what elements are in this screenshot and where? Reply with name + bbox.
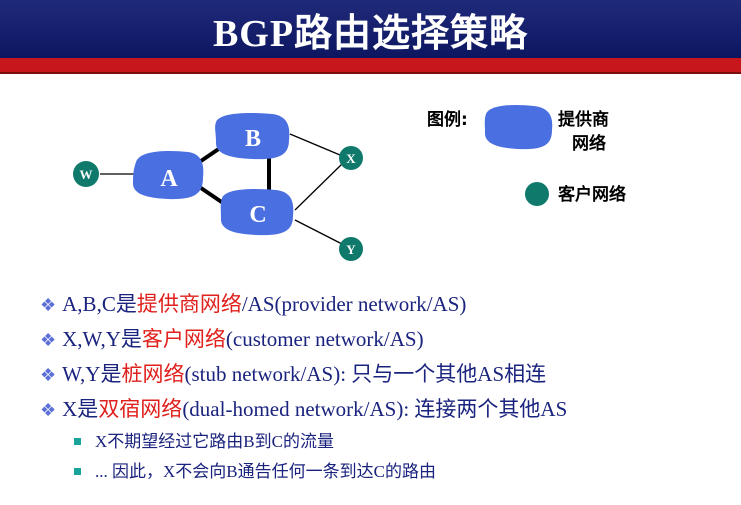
provider-node-a: A xyxy=(132,151,204,200)
diamond-bullet-icon: ❖ xyxy=(40,330,57,350)
square-bullet-icon xyxy=(74,467,81,475)
bullet-text-pre: X,W,Y是 xyxy=(62,327,142,351)
bullet-list: ❖A,B,C是提供商网络/AS(provider network/AS) ❖X,… xyxy=(40,287,740,487)
bullet-item: ❖X是双宿网络(dual-homed network/AS): 连接两个其他AS xyxy=(40,392,740,427)
legend-provider-line2: 网络 xyxy=(572,133,606,154)
provider-node-b: B xyxy=(215,112,290,160)
bullet-item: ❖A,B,C是提供商网络/AS(provider network/AS) xyxy=(40,287,740,322)
bullet-text-post: /AS(provider network/AS) xyxy=(241,292,467,316)
diamond-bullet-icon: ❖ xyxy=(40,365,57,385)
node-label-c: C xyxy=(249,202,266,228)
bullet-item: ❖X,W,Y是客户网络(customer network/AS) xyxy=(40,322,740,357)
bullet-text-highlight: 提供商网络 xyxy=(136,292,242,316)
sub-bullet-item: X不期望经过它路由B到C的流量 xyxy=(74,427,740,457)
legend-provider-swatch xyxy=(484,104,553,150)
legend-label: 图例: xyxy=(427,109,468,130)
node-label-b: B xyxy=(245,126,261,152)
slide-title: BGP路由选择策略 xyxy=(212,12,529,55)
diamond-bullet-icon: ❖ xyxy=(40,295,57,315)
sub-bullet-text: X不期望经过它路由B到C的流量 xyxy=(95,432,334,451)
bullet-text-highlight: 客户网络 xyxy=(141,327,226,351)
legend: 图例: 提供商 网络 客户网络 xyxy=(427,104,626,206)
network-diagram: A B C W X Y 图例: 提供商 网络 客户网络 xyxy=(73,104,626,261)
sub-bullet-text: ... 因此，X不会向B通告任何一条到达C的路由 xyxy=(95,462,436,481)
node-label-w: W xyxy=(80,167,93,182)
node-label-x: X xyxy=(346,151,356,166)
provider-node-c: C xyxy=(220,188,294,236)
bullet-text-pre: A,B,C是 xyxy=(62,292,137,316)
customer-node-w: W xyxy=(73,161,99,187)
customer-node-x: X xyxy=(339,146,363,170)
title-bar: BGP路由选择策略 xyxy=(0,0,741,58)
diamond-bullet-icon: ❖ xyxy=(40,400,57,420)
title-accent-band xyxy=(0,58,741,74)
bullet-text-highlight: 桩网络 xyxy=(121,362,185,386)
node-label-a: A xyxy=(160,166,178,192)
link-c-x xyxy=(294,163,343,211)
legend-provider-line1: 提供商 xyxy=(558,109,609,130)
bullet-text-post: (dual-homed network/AS): 连接两个其他AS xyxy=(182,397,568,421)
sub-bullet-item: ... 因此，X不会向B通告任何一条到达C的路由 xyxy=(74,457,740,487)
bullet-text-post: (customer network/AS) xyxy=(225,327,424,351)
bullet-text-pre: W,Y是 xyxy=(62,362,122,386)
bullet-item: ❖W,Y是桩网络(stub network/AS): 只与一个其他AS相连 xyxy=(40,357,740,392)
legend-customer-swatch xyxy=(525,182,549,206)
link-c-y xyxy=(294,219,343,245)
legend-customer-label: 客户网络 xyxy=(557,184,626,205)
link-b-x xyxy=(289,133,341,156)
customer-node-y: Y xyxy=(339,237,363,261)
node-label-y: Y xyxy=(346,242,356,257)
square-bullet-icon xyxy=(74,437,81,445)
bullet-text-post: (stub network/AS): 只与一个其他AS相连 xyxy=(184,362,547,386)
bullet-text-pre: X是 xyxy=(62,397,99,421)
bullet-text-highlight: 双宿网络 xyxy=(98,397,183,421)
